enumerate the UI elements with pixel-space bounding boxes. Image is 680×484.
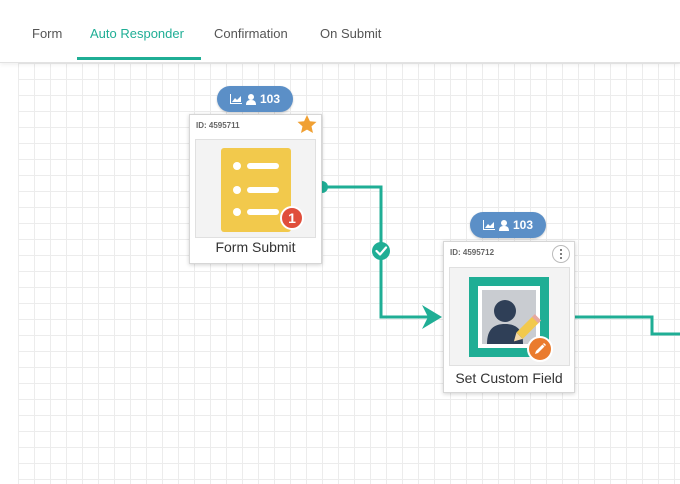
node-form-submit[interactable]: ID: 4595711 1 Form Submit [189, 114, 322, 264]
node-label: Form Submit [215, 239, 296, 255]
node-id: ID: 4595712 [450, 248, 495, 257]
tab-confirmation[interactable]: Confirmation [214, 26, 288, 41]
star-icon[interactable] [297, 115, 317, 134]
node-label: Set Custom Field [455, 370, 563, 386]
node-stats-pill[interactable]: 103 [217, 86, 293, 112]
user-icon [245, 93, 256, 105]
active-tab-indicator [77, 57, 201, 60]
tab-on-submit[interactable]: On Submit [320, 26, 382, 41]
node-stats-pill[interactable]: 103 [470, 212, 546, 238]
tab-form[interactable]: Form [32, 26, 63, 41]
arrow-head [422, 305, 442, 329]
tab-bar: Form Auto Responder Confirmation On Subm… [0, 0, 680, 63]
check-circle-icon[interactable] [372, 242, 390, 260]
pencil-glyph [535, 343, 546, 354]
pencil-icon [527, 336, 553, 362]
node-image: 1 [195, 139, 316, 238]
stats-count: 103 [512, 218, 534, 232]
node-id: ID: 4595711 [196, 121, 240, 130]
tab-auto-responder[interactable]: Auto Responder [90, 26, 184, 41]
node-image [449, 267, 570, 366]
connector-line-out[interactable] [573, 315, 680, 336]
user-icon [498, 219, 509, 231]
chart-area-icon [229, 94, 242, 104]
more-vertical-icon[interactable] [552, 245, 570, 263]
error-count-badge: 1 [280, 206, 304, 230]
node-set-custom-field[interactable]: ID: 4595712 Set Custom Field [443, 241, 575, 393]
chart-area-icon [482, 220, 495, 230]
stats-count: 103 [259, 92, 281, 106]
form-list-icon [221, 148, 291, 232]
